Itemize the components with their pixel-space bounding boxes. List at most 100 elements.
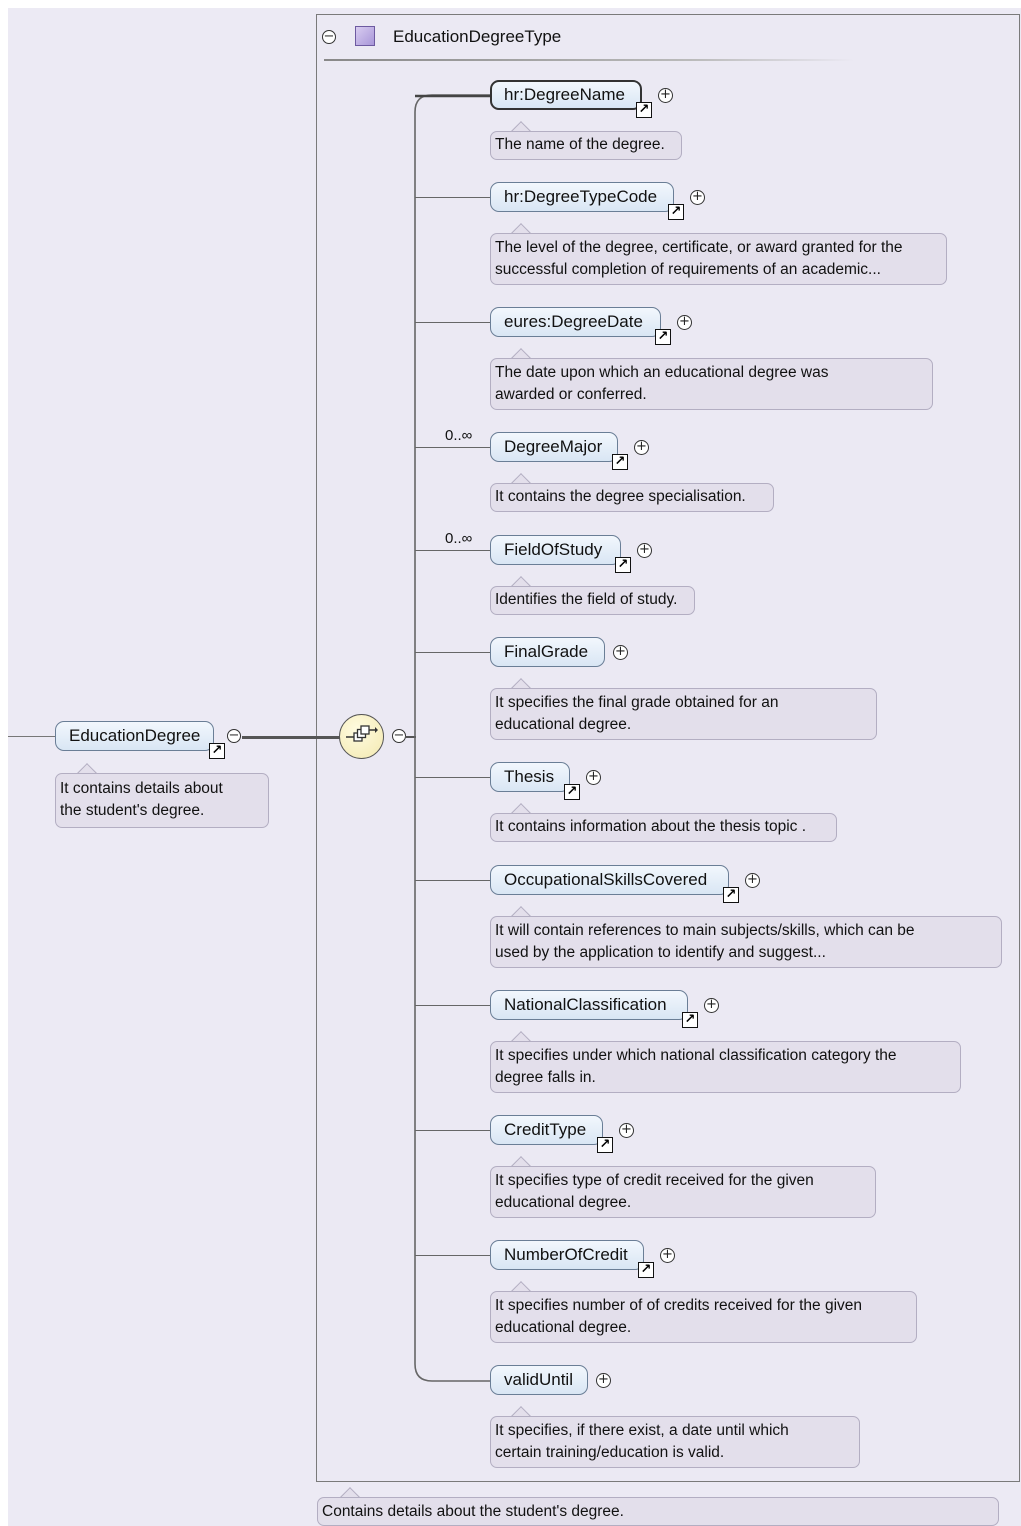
expand-icon-hr-degreetypecode[interactable]: + [690,190,705,205]
element-label-credittype: CreditType [504,1120,587,1139]
element-label-eures-degreedate: eures:DegreeDate [504,312,643,331]
annotation-line-validuntil-2: certain training/education is valid. [495,1444,725,1461]
expand-icon-credittype[interactable]: + [619,1123,634,1138]
annotation-line-numberofcredit-2: educational degree. [495,1319,632,1336]
expand-icon-fieldofstudy[interactable]: + [637,543,652,558]
element-label-fieldofstudy: FieldOfStudy [504,540,603,559]
element-finalgrade[interactable]: FinalGrade [490,637,605,667]
annotation-degreemajor: It contains the degree specialisation. [490,483,774,512]
root-element[interactable]: EducationDegree [55,721,215,751]
expand-icon-thesis[interactable]: + [586,770,601,785]
root-annotation: It contains details about the student's … [55,773,269,828]
expand-icon-hr-degreename[interactable]: + [658,88,673,103]
footer-annotation-text: Contains details about the student's deg… [322,1503,624,1520]
sequence-compositor[interactable] [339,714,384,759]
reference-arrow-icon-numberofcredit: ↗ [638,1262,654,1278]
cardinality-label-fieldofstudy: 0..∞ [445,530,473,547]
root-annotation-line-2: the student's degree. [60,802,205,819]
annotation-line-hr-degreetypecode-1: The level of the degree, certificate, or… [495,239,903,256]
annotation-line-credittype-2: educational degree. [495,1194,632,1211]
child-connector-occupationalskillscovered [415,880,490,881]
element-label-nationalclassification: NationalClassification [504,995,667,1014]
reference-arrow-icon-degreemajor: ↗ [612,454,628,470]
reference-arrow-icon-thesis: ↗ [564,784,580,800]
element-label-finalgrade: FinalGrade [504,642,589,661]
reference-arrow-icon-occupationalskillscovered: ↗ [723,887,739,903]
annotation-line-occupationalskillscovered-2: used by the application to identify and … [495,944,826,961]
element-label-thesis: Thesis [504,767,555,786]
annotation-eures-degreedate: The date upon which an educational degre… [490,358,933,410]
annotation-line-credittype-1: It specifies type of credit received for… [495,1172,814,1189]
annotation-line-hr-degreetypecode-2: successful completion of requirements of… [495,261,881,278]
annotation-line-finalgrade-2: educational degree. [495,716,632,733]
annotation-numberofcredit: It specifies number of of credits receiv… [490,1291,917,1343]
child-connector-credittype [415,1130,490,1131]
annotation-line-eures-degreedate-1: The date upon which an educational degre… [495,364,829,381]
element-numberofcredit[interactable]: NumberOfCredit [490,1240,644,1270]
annotation-line-eures-degreedate-2: awarded or conferred. [495,386,647,403]
element-validuntil[interactable]: validUntil [490,1365,588,1395]
annotation-line-finalgrade-1: It specifies the final grade obtained fo… [495,694,779,711]
expand-icon-eures-degreedate[interactable]: + [677,315,692,330]
annotation-line-nationalclassification-1: It specifies under which national classi… [495,1047,897,1064]
annotation-nationalclassification: It specifies under which national classi… [490,1041,961,1093]
type-header-divider [324,59,854,61]
reference-arrow-icon-fieldofstudy: ↗ [615,557,631,573]
annotation-thesis: It contains information about the thesis… [490,813,837,842]
expand-icon-nationalclassification[interactable]: + [704,998,719,1013]
element-degreemajor[interactable]: DegreeMajor [490,432,618,462]
expand-icon-validuntil[interactable]: + [596,1373,611,1388]
reference-arrow-icon-eures-degreedate: ↗ [655,329,671,345]
child-connector-hr-degreetypecode [415,197,490,198]
element-fieldofstudy[interactable]: FieldOfStudy [490,535,621,565]
element-nationalclassification[interactable]: NationalClassification [490,990,688,1020]
child-connector-eures-degreedate [415,322,490,323]
expand-icon-occupationalskillscovered[interactable]: + [745,873,760,888]
annotation-line-nationalclassification-2: degree falls in. [495,1069,596,1086]
type-collapse-icon[interactable]: − [322,29,336,44]
reference-arrow-icon-hr-degreename: ↗ [636,102,652,118]
reference-arrow-icon-credittype: ↗ [597,1137,613,1153]
element-hr-degreename[interactable]: hr:DegreeName [490,80,642,110]
complex-type-icon [355,26,375,46]
annotation-line-hr-degreename-1: The name of the degree. [495,136,665,153]
root-collapse-icon[interactable]: − [227,728,241,743]
reference-arrow-icon-hr-degreetypecode: ↗ [668,204,684,220]
annotation-finalgrade: It specifies the final grade obtained fo… [490,688,877,740]
child-connector-nationalclassification [415,1005,490,1006]
element-thesis[interactable]: Thesis [490,762,570,792]
complex-type-title: EducationDegreeType [393,27,562,46]
element-credittype[interactable]: CreditType [490,1115,603,1145]
element-eures-degreedate[interactable]: eures:DegreeDate [490,307,661,337]
root-to-compositor-connector [242,736,340,739]
expand-icon-finalgrade[interactable]: + [613,645,628,660]
compositor-collapse-icon[interactable]: − [392,728,406,743]
footer-annotation: Contains details about the student's deg… [317,1497,999,1526]
child-connector-numberofcredit [415,1255,490,1256]
child-connector-fieldofstudy [415,550,490,551]
annotation-validuntil: It specifies, if there exist, a date unt… [490,1416,860,1468]
root-annotation-line-1: It contains details about [60,780,223,797]
child-connector-finalgrade [415,652,490,653]
child-connector-thesis [415,777,490,778]
expand-icon-numberofcredit[interactable]: + [660,1248,675,1263]
root-element-label: EducationDegree [69,726,201,745]
annotation-line-degreemajor-1: It contains the degree specialisation. [495,488,746,505]
annotation-occupationalskillscovered: It will contain references to main subje… [490,916,1002,968]
annotation-line-numberofcredit-1: It specifies number of of credits receiv… [495,1297,863,1314]
annotation-credittype: It specifies type of credit received for… [490,1166,876,1218]
element-hr-degreetypecode[interactable]: hr:DegreeTypeCode [490,182,674,212]
root-incoming-connector [8,736,56,737]
expand-icon-degreemajor[interactable]: + [634,440,649,455]
element-label-numberofcredit: NumberOfCredit [504,1245,628,1264]
element-occupationalskillscovered[interactable]: OccupationalSkillsCovered [490,865,729,895]
element-label-degreemajor: DegreeMajor [504,437,603,456]
annotation-line-fieldofstudy-1: Identifies the field of study. [495,591,678,608]
annotation-line-validuntil-1: It specifies, if there exist, a date unt… [495,1422,789,1439]
root-reference-arrow-icon: ↗ [209,743,225,759]
element-label-hr-degreetypecode: hr:DegreeTypeCode [504,187,658,206]
element-label-hr-degreename: hr:DegreeName [504,85,625,104]
element-label-validuntil: validUntil [504,1370,573,1389]
compositor-out-connector [405,736,416,738]
